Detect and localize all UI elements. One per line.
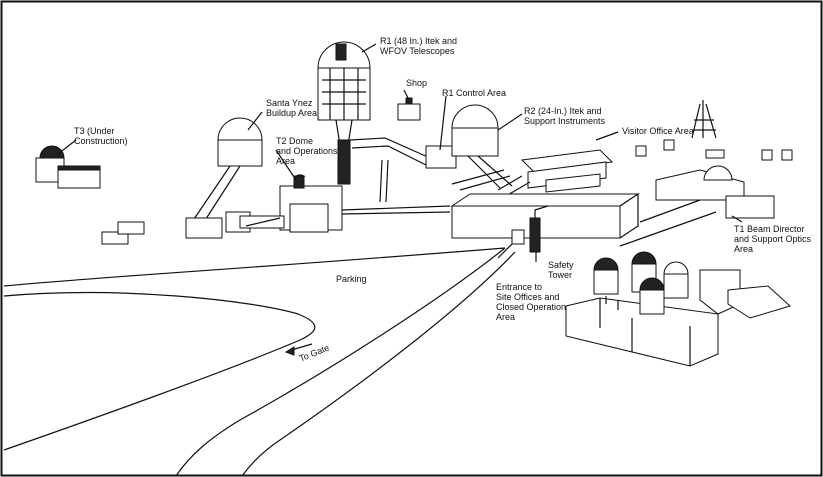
parking-label: Parking [336,274,367,284]
santa-ynez-dome [185,117,263,239]
leader-lines [57,43,743,262]
t2-dome-building [101,174,343,245]
r2-dome [451,104,513,189]
closed-operation-area [565,251,791,367]
shop-label: Shop [406,78,427,88]
to-gate-label: To Gate [298,343,331,364]
visitor-office-area [497,139,675,197]
small-buildings-east [705,149,793,161]
walkways [341,159,511,215]
t3-building [35,145,101,189]
r1-control-label: R1 Control Area [442,88,506,98]
safety-tower [511,205,549,253]
visitor-label: Visitor Office Area [622,126,694,136]
central-building [450,192,640,239]
shop-building [397,97,421,121]
road-network [3,247,516,477]
t1-beam-director [619,165,775,247]
r1-telescope-dome [317,41,371,185]
water-tower [691,100,717,139]
r1-control-area [349,137,457,169]
